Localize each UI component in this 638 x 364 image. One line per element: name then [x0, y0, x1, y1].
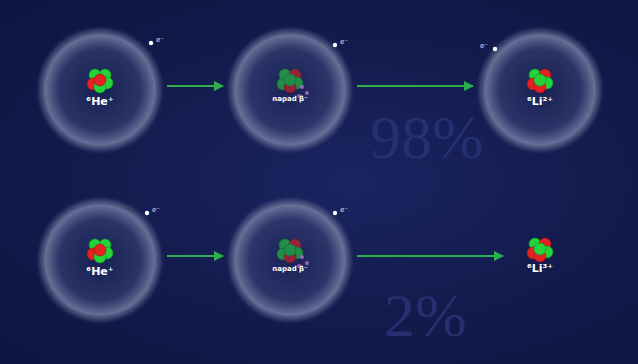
atom-label: ⁶He⁺ [35, 95, 165, 108]
atom-illustration [225, 25, 355, 155]
nucleus [87, 69, 113, 93]
atom: napad β⁻ [225, 25, 355, 155]
atom-label: ⁶Li³⁺ [505, 262, 575, 275]
percentage-label: 2% [384, 284, 467, 346]
atom: ⁶Li²⁺ [475, 25, 605, 155]
nucleus [277, 239, 303, 263]
atom-illustration [35, 195, 165, 325]
atom-illustration [475, 25, 605, 155]
nucleus [277, 69, 303, 93]
reaction-arrow [357, 255, 503, 257]
electron [333, 43, 337, 47]
nucleus [87, 239, 113, 263]
electron-cloud [35, 25, 165, 155]
electron-cloud [35, 195, 165, 325]
atom: ⁶He⁺ [35, 25, 165, 155]
atom-illustration [225, 195, 355, 325]
atom-label: napad β⁻ [225, 95, 355, 103]
atom-illustration [505, 230, 575, 290]
reaction-arrow [357, 85, 473, 87]
reaction-arrow [167, 85, 223, 87]
electron-cloud [225, 195, 355, 325]
reaction-arrow [167, 255, 223, 257]
electron-label: e⁻ [156, 36, 164, 44]
atom-illustration [35, 25, 165, 155]
atom-label: napad β⁻ [225, 265, 355, 273]
electron [145, 211, 149, 215]
electron-cloud [225, 25, 355, 155]
electron-label: e⁻ [340, 206, 348, 214]
nucleus [527, 69, 553, 93]
electron [493, 47, 497, 51]
atom-label: ⁶He⁺ [35, 265, 165, 278]
electron [333, 211, 337, 215]
atom: ⁶He⁺ [35, 195, 165, 325]
atom: napad β⁻ [225, 195, 355, 325]
electron-label: e⁻ [340, 38, 348, 46]
electron-label: e⁻ [152, 206, 160, 214]
atom-label: ⁶Li²⁺ [475, 95, 605, 108]
electron [149, 41, 153, 45]
electron-label: e⁻ [480, 42, 488, 50]
percentage-label: 98% [370, 106, 484, 168]
electron-cloud [475, 25, 605, 155]
nucleus [527, 238, 553, 262]
atom: ⁶Li³⁺ [505, 230, 575, 290]
